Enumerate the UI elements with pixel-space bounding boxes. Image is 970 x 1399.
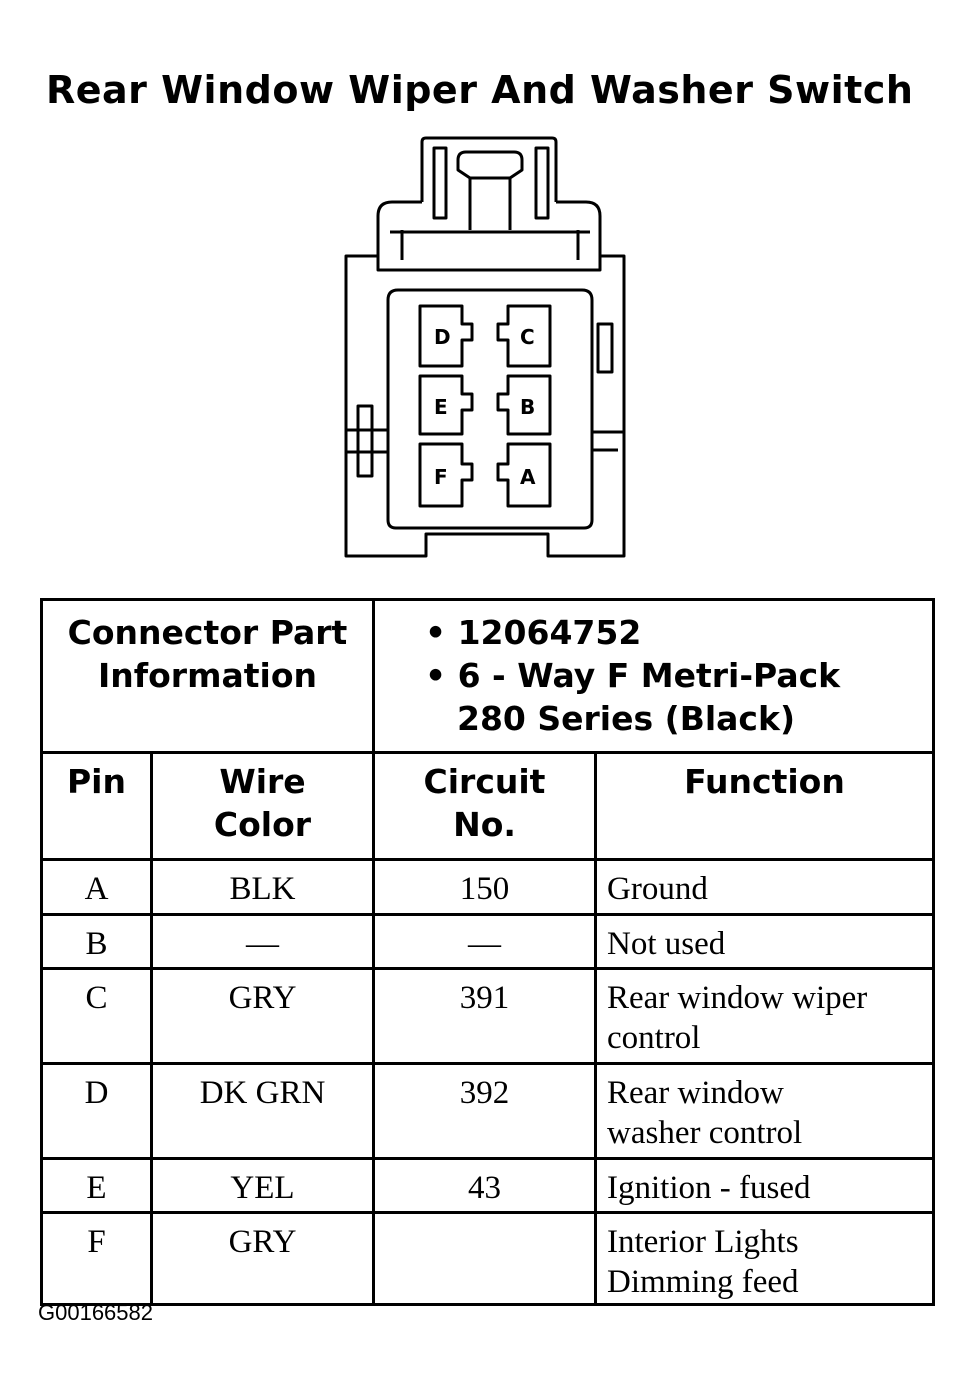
page-title: Rear Window Wiper And Washer Switch xyxy=(46,68,914,112)
table-row: C GRY 391 Rear window wiper control xyxy=(40,967,935,1065)
connector-info-label: Connector Part Information xyxy=(40,598,375,754)
part-number: 12064752 xyxy=(457,613,642,652)
figure-id: G00166582 xyxy=(38,1300,153,1325)
function-line1: Ignition - fused xyxy=(607,1170,811,1206)
pin-label-e: E xyxy=(434,395,448,419)
column-header-row: Pin Wire Color Circuit No. Function xyxy=(40,751,935,861)
pin-label-c: C xyxy=(520,325,535,349)
wire-color-cell: GRY xyxy=(150,1211,375,1306)
header-pin: Pin xyxy=(40,751,153,861)
pin-label-d: D xyxy=(434,325,451,349)
connector-info-values: • 12064752 • 6 - Way F Metri-Pack 280 Se… xyxy=(372,598,935,754)
wire-color-cell: YEL xyxy=(150,1157,375,1214)
header-wire-line1: Wire xyxy=(219,762,306,801)
function-line1: Rear window xyxy=(607,1075,784,1111)
circuit-cell: 150 xyxy=(372,858,597,916)
function-cell: Ignition - fused xyxy=(594,1157,935,1214)
header-wire-color: Wire Color xyxy=(150,751,375,861)
header-function-text: Function xyxy=(684,762,845,801)
connector-face-diagram: D C E B F A xyxy=(330,130,640,570)
connector-drawing: D C E B F A xyxy=(344,136,626,558)
circuit-cell: 391 xyxy=(372,967,597,1065)
function-cell: Rear window wiper control xyxy=(594,967,935,1065)
table-row: A BLK 150 Ground xyxy=(40,858,935,916)
wire-color-cell: DK GRN xyxy=(150,1062,375,1160)
pin-cell: F xyxy=(40,1211,153,1306)
header-pin-text: Pin xyxy=(67,762,126,801)
function-cell: Rear window washer control xyxy=(594,1062,935,1160)
function-cell: Ground xyxy=(594,858,935,916)
pin-label-a: A xyxy=(520,465,536,489)
description-line2: 280 Series (Black) xyxy=(457,699,796,738)
wire-color-cell: — xyxy=(150,913,375,970)
pin-cell: B xyxy=(40,913,153,970)
function-line2: Dimming feed xyxy=(607,1264,799,1300)
table-row: B — — Not used xyxy=(40,913,935,970)
pin-label-f: F xyxy=(434,465,448,489)
pin-cell: A xyxy=(40,858,153,916)
circuit-cell: 43 xyxy=(372,1157,597,1214)
table-row: D DK GRN 392 Rear window washer control xyxy=(40,1062,935,1160)
function-cell: Interior Lights Dimming feed xyxy=(594,1211,935,1306)
header-wire-line2: Color xyxy=(213,805,312,844)
connector-pinout-table: Connector Part Information • 12064752 • … xyxy=(40,598,935,1306)
description-line1: 6 - Way F Metri-Pack xyxy=(457,656,841,695)
function-line2: control xyxy=(607,1020,701,1056)
header-circuit-no: Circuit No. xyxy=(372,751,597,861)
wire-color-cell: GRY xyxy=(150,967,375,1065)
info-label-line1: Connector Part xyxy=(67,613,348,652)
description-line: • 6 - Way F Metri-Pack xyxy=(425,656,841,695)
pin-cell: D xyxy=(40,1062,153,1160)
pin-label-b: B xyxy=(520,395,535,419)
function-line1: Rear window wiper xyxy=(607,980,868,1016)
part-number-line: • 12064752 xyxy=(425,613,642,652)
function-line1: Ground xyxy=(607,871,708,907)
header-circuit-line2: No. xyxy=(453,805,516,844)
connector-info-row: Connector Part Information • 12064752 • … xyxy=(40,598,935,754)
function-cell: Not used xyxy=(594,913,935,970)
wire-color-cell: BLK xyxy=(150,858,375,916)
table-row: F GRY Interior Lights Dimming feed xyxy=(40,1211,935,1306)
function-line1: Interior Lights xyxy=(607,1224,799,1260)
pin-cell: C xyxy=(40,967,153,1065)
function-line1: Not used xyxy=(607,926,726,962)
circuit-cell xyxy=(372,1211,597,1306)
circuit-cell: — xyxy=(372,913,597,970)
function-line2: washer control xyxy=(607,1115,803,1151)
header-circuit-line1: Circuit xyxy=(423,762,546,801)
header-function: Function xyxy=(594,751,935,861)
table-row: E YEL 43 Ignition - fused xyxy=(40,1157,935,1214)
info-label-line2: Information xyxy=(98,656,317,695)
pin-cell: E xyxy=(40,1157,153,1214)
circuit-cell: 392 xyxy=(372,1062,597,1160)
